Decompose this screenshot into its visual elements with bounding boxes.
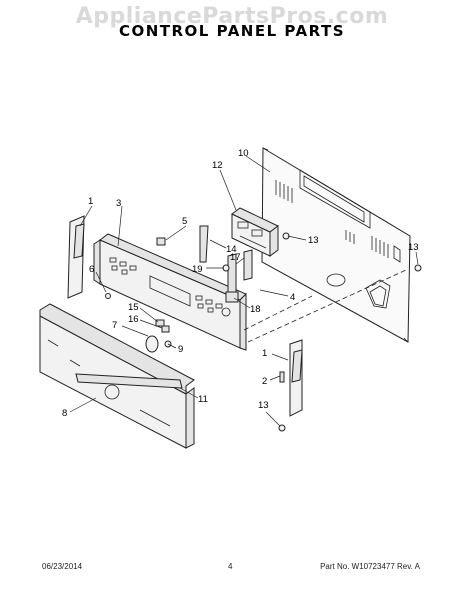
callout-10: 10 (238, 148, 249, 159)
callout-9: 9 (178, 344, 183, 355)
callout-13-board: 13 (308, 235, 319, 246)
callout-6: 6 (89, 264, 94, 275)
callout-2: 2 (262, 376, 267, 387)
control-board-part-12 (231, 207, 279, 257)
callout-7: 7 (112, 320, 117, 331)
footer-page-number: 4 (228, 562, 233, 571)
callout-13-bracket: 13 (258, 400, 269, 411)
alignment-line-b (247, 269, 407, 343)
small-components (105, 225, 422, 432)
side-bracket-right-part-1 (289, 339, 303, 417)
callout-14: 14 (226, 244, 237, 255)
callout-3: 3 (116, 198, 121, 209)
page-title: CONTROL PANEL PARTS (118, 22, 346, 40)
callout-18: 18 (250, 304, 261, 315)
knob-part-7 (145, 335, 159, 353)
callout-8: 8 (62, 408, 67, 419)
footer-part-number: Part No. W10723477 Rev. A (320, 562, 420, 571)
callout-11: 11 (198, 394, 208, 405)
callout-1-left: 1 (88, 196, 93, 207)
callout-5: 5 (182, 216, 187, 227)
callout-13-panel: 13 (408, 242, 419, 253)
side-bracket-left-part-1 (67, 215, 85, 299)
trim-strip-part-11 (75, 373, 183, 389)
watermark: AppliancePartsPros.com (75, 4, 389, 29)
callout-19: 19 (192, 264, 203, 275)
callout-17: 17 (230, 252, 241, 263)
callout-16: 16 (128, 314, 139, 325)
leader-lines (69, 155, 419, 427)
callout-15: 15 (128, 302, 139, 313)
control-console-part-3 (93, 233, 247, 351)
callout-1-right: 1 (262, 348, 267, 359)
alignment-line-a (243, 295, 313, 331)
callout-4: 4 (290, 292, 295, 303)
rear-panel-part-10 (261, 147, 411, 343)
callout-12: 12 (212, 160, 223, 171)
footer-date: 06/23/2014 (42, 562, 83, 571)
